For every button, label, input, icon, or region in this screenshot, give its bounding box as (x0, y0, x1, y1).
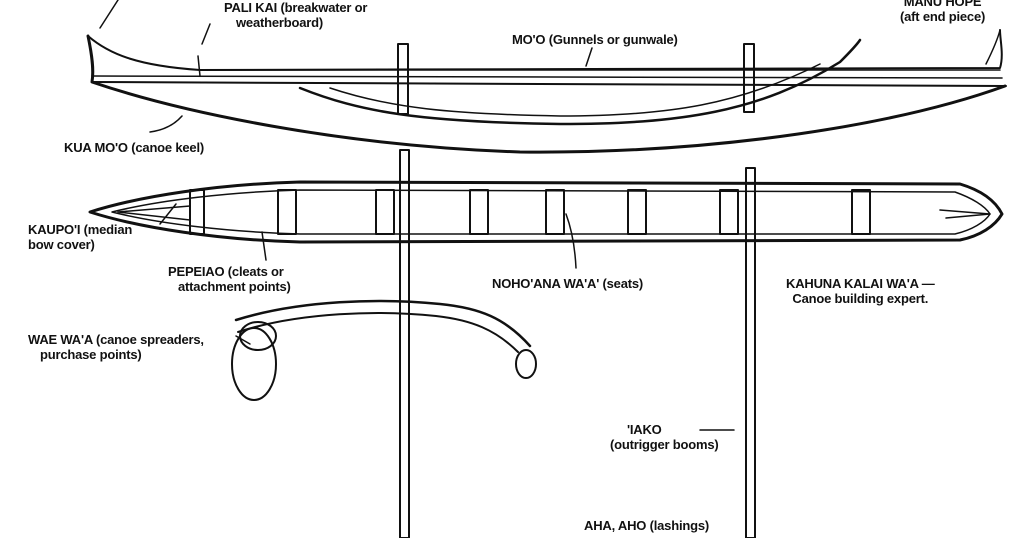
label-iako-line2: (outrigger booms) (610, 437, 719, 452)
label-kahuna-line2: Canoe building expert. (792, 291, 929, 306)
label-wae-wa-a: WAE WA'A (canoe spreaders, purchase poin… (28, 332, 204, 362)
label-kaupo-i: KAUPO'I (median bow cover) (28, 222, 132, 252)
canoe-side-view (86, 29, 1007, 154)
label-pali-kai-line2: weatherboard) (236, 15, 323, 30)
label-kaupo-i-line2: bow cover) (28, 237, 95, 252)
label-manu-hope-line1: MANU HOPE (903, 0, 982, 9)
label-pepeiao-line1: PEPEIAO (cleats or (168, 264, 284, 279)
label-manu-hope-line2: (aft end piece) (900, 9, 986, 24)
label-aha: AHA, AHO (lashings) (584, 518, 710, 533)
label-iako: 'IAKO (outrigger booms) (610, 422, 719, 452)
label-iako-line1: 'IAKO (626, 422, 662, 437)
label-manu-hope: MANU HOPE (aft end piece) (900, 0, 985, 24)
label-kahuna: KAHUNA KALAI WA'A — Canoe building exper… (786, 276, 935, 306)
label-kaupo-i-line1: KAUPO'I (median (28, 222, 133, 237)
canoe-spreader (231, 299, 537, 401)
label-mo-o: MO'O (Gunnels or gunwale) (512, 32, 678, 47)
canoe-top-view (88, 180, 1004, 244)
label-pepeiao: PEPEIAO (cleats or attachment points) (168, 264, 291, 294)
label-kua-mo-o: KUA MO'O (canoe keel) (64, 140, 204, 155)
label-pali-kai-line1: PALI KAI (breakwater or (224, 0, 368, 15)
outrigger-booms (399, 149, 756, 538)
label-kahuna-line1: KAHUNA KALAI WA'A — (786, 276, 935, 291)
label-wae-wa-a-line1: WAE WA'A (canoe spreaders, (28, 332, 204, 347)
leader-lines (99, 0, 735, 431)
label-wae-wa-a-line2: purchase points) (40, 347, 142, 362)
label-pali-kai: PALI KAI (breakwater or weatherboard) (224, 0, 367, 30)
label-pepeiao-line2: attachment points) (178, 279, 291, 294)
label-noho-ana: NOHO'ANA WA'A' (seats) (492, 276, 644, 291)
